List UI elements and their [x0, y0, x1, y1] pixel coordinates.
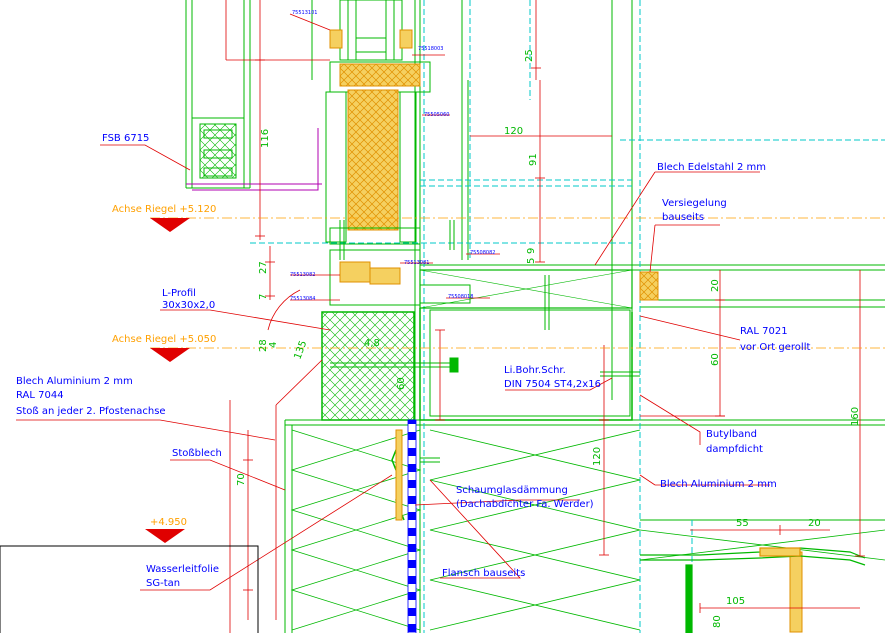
label-blech-alu-left: Blech Aluminium 2 mm: [16, 376, 133, 387]
part-number: 75513101: [292, 10, 317, 16]
dim-20-right: 20: [710, 279, 721, 292]
dim-4-8: 4,8: [364, 338, 380, 349]
dim-25: 25: [524, 49, 535, 62]
dim-91: 91: [528, 153, 539, 166]
wall-zigzag: [290, 429, 885, 631]
label-butylband: Butylband: [706, 429, 757, 440]
label-stossblech: Stoßblech: [172, 448, 222, 459]
dim-27: 27: [258, 261, 269, 274]
dim-160: 160: [850, 407, 861, 426]
label-dampfdicht: dampfdicht: [706, 444, 763, 455]
label-bauseits: bauseits: [662, 212, 704, 223]
label-stoss-pfosten: Stoß an jeder 2. Pfostenachse: [16, 406, 166, 417]
label-versiegelung: Versiegelung: [662, 198, 727, 209]
label-blech-alu-right: Blech Aluminium 2 mm: [660, 479, 777, 490]
dim-5: 5: [526, 258, 537, 264]
dim-116: 116: [260, 129, 271, 148]
part-number: 75513082: [290, 272, 315, 278]
transom-section: [321, 249, 659, 421]
label-screw-din: DIN 7504 ST4,2x16: [504, 379, 601, 390]
dim-7: 7: [258, 294, 269, 300]
label-wasserleitfolie: Wasserleitfolie: [146, 564, 219, 575]
label-fsb: FSB 6715: [102, 133, 149, 144]
dim-135: 135: [292, 339, 309, 361]
label-blech-edelstahl: Blech Edelstahl 2 mm: [657, 162, 766, 173]
label-flansch: Flansch bauseits: [442, 568, 525, 579]
glazing-top: [329, 0, 413, 61]
left-mullion-section: [186, 117, 322, 191]
label-l-profil: L-Profil: [162, 288, 196, 299]
label-sg-tan: SG-tan: [146, 578, 180, 589]
axis-markers: [145, 217, 885, 543]
annotations: FSB 6715 Achse Riegel +5.120 L-Profil 30…: [16, 10, 861, 628]
dimension-lines: [225, 0, 865, 633]
label-achse-upper: Achse Riegel +5.120: [112, 204, 216, 215]
dim-120-top: 120: [504, 126, 523, 137]
label-ral-7044: RAL 7044: [16, 390, 64, 401]
dim-60-mid: 60: [396, 377, 407, 390]
dim-55: 55: [736, 518, 749, 529]
dim-4: 4: [268, 342, 279, 348]
leader-lines: [16, 13, 770, 591]
part-number: 75508018: [448, 294, 473, 300]
label-screw: Li.Bohr.Schr.: [504, 365, 566, 376]
label-ral-7021: RAL 7021: [740, 326, 788, 337]
dim-60-right: 60: [710, 353, 721, 366]
label-dachabdichter: (Dachabdichter Fa. Werder): [456, 499, 594, 510]
screws: [330, 220, 803, 633]
dim-28: 28: [258, 339, 269, 352]
cyan-dash-lines: [250, 0, 885, 633]
dim-20-bottom: 20: [808, 518, 821, 529]
dim-105: 105: [726, 596, 745, 607]
dim-80: 80: [712, 615, 723, 628]
dim-9: 9: [526, 248, 537, 254]
dim-120-mid: 120: [592, 447, 603, 466]
part-number: 75508082: [470, 250, 495, 256]
label-vor-ort-gerollt: vor Ort gerollt: [740, 342, 810, 353]
label-achse-lower: Achse Riegel +5.050: [112, 334, 216, 345]
part-number: 75505060: [424, 112, 449, 118]
label-schaumglas: Schaumglasdämmung: [456, 485, 568, 496]
title-box: [0, 545, 259, 633]
dim-70: 70: [236, 473, 247, 486]
label-level-4950: +4.950: [150, 517, 187, 528]
flansch-strip: [391, 419, 417, 633]
part-number: 75513084: [290, 296, 315, 302]
insulation-panel: [325, 61, 431, 245]
part-number: 75518003: [418, 46, 443, 52]
parapet-detail: [640, 547, 866, 633]
part-number: 75513081: [404, 260, 429, 266]
label-l-profil-size: 30x30x2,0: [162, 300, 215, 311]
structure-lines: [185, 0, 885, 633]
